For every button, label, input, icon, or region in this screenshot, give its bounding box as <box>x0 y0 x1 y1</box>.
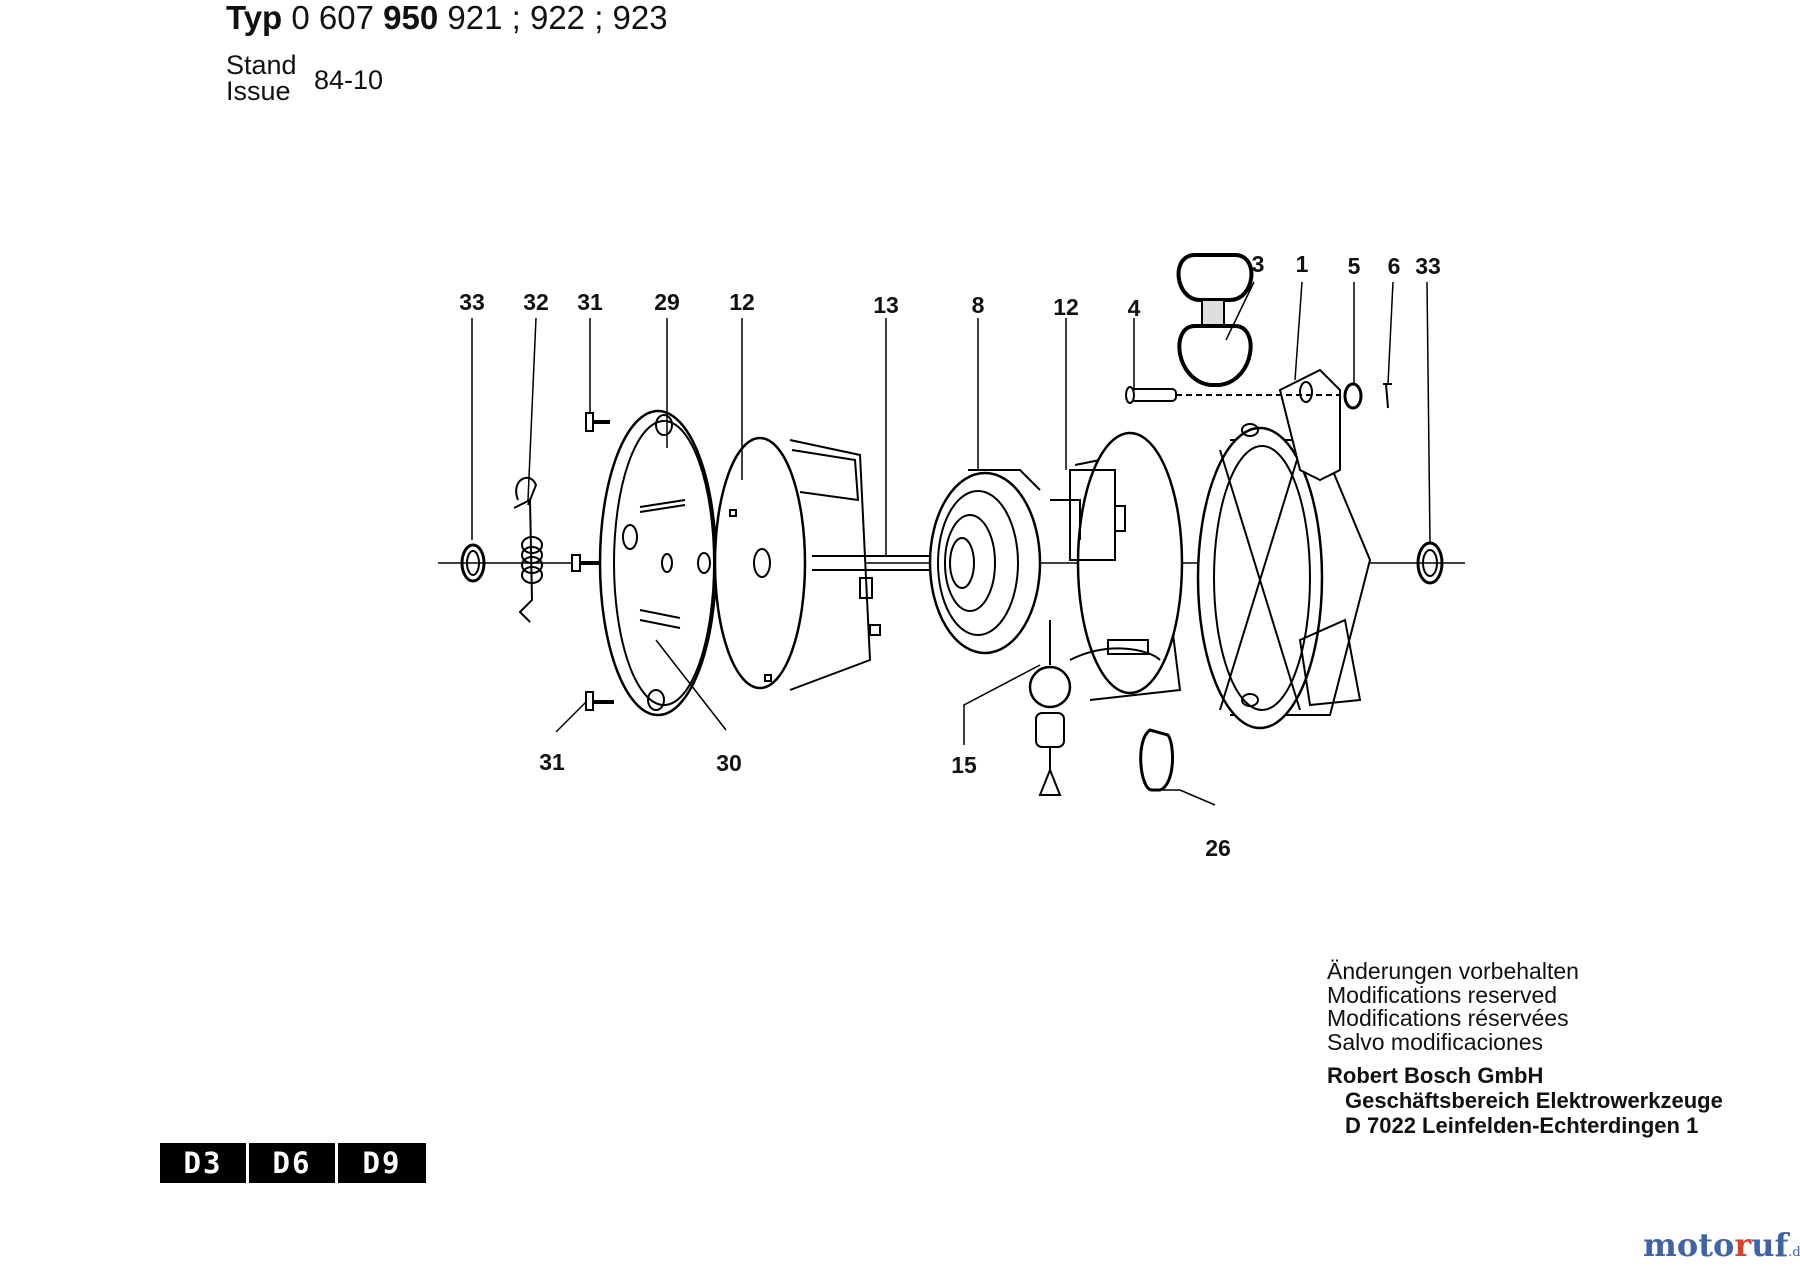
spring-part <box>513 476 543 623</box>
company-division: Geschäftsbereich Elektrowerkzeuge <box>1345 1088 1723 1113</box>
hub-housing-left <box>713 436 881 691</box>
screw-mid <box>571 554 600 572</box>
watermark-logo: motoruf.de <box>1643 1226 1800 1264</box>
company-block: Robert Bosch GmbH Geschäftsbereich Elekt… <box>1327 1063 1723 1138</box>
type-heading: Typ 0 607 950 921 ; 922 ; 923 <box>226 0 668 36</box>
leader-lines <box>471 281 1431 806</box>
shaft <box>812 555 950 571</box>
callout-6: 6 <box>1388 253 1401 279</box>
note-en: Modifications reserved <box>1327 981 1558 1008</box>
screw-bottom <box>585 691 614 711</box>
hub-housing-right <box>1050 431 1184 701</box>
code-d6: D6 <box>249 1143 335 1183</box>
callout-32: 32 <box>523 289 549 315</box>
callout-1: 1 <box>1296 251 1309 277</box>
callout-5: 5 <box>1348 253 1361 279</box>
small-pin <box>1383 383 1392 409</box>
callout-4: 4 <box>1128 295 1141 321</box>
pin <box>1125 386 1340 404</box>
modification-notes: Änderungen vorbehalten Modifications res… <box>1327 958 1579 1055</box>
ball-stop <box>1028 620 1072 796</box>
washer <box>1343 382 1363 410</box>
callout-8: 8 <box>972 292 985 318</box>
cover-plate <box>598 409 718 717</box>
note-fr: Modifications réservées <box>1327 1005 1569 1031</box>
callout-30: 30 <box>716 750 742 776</box>
watermark-part4: .de <box>1788 1245 1800 1260</box>
callout-31-top: 31 <box>577 289 603 315</box>
region-codes: D3 D6 D9 <box>160 1143 426 1183</box>
code-d9: D9 <box>338 1143 426 1183</box>
issue-label: Issue <box>226 76 291 106</box>
callout-29: 29 <box>654 289 680 315</box>
main-housing <box>1196 368 1372 730</box>
carabiner <box>1139 728 1174 792</box>
callout-31-bottom: 31 <box>539 749 565 775</box>
callout-33-left: 33 <box>459 289 485 315</box>
typ-number-a: 0 607 <box>291 0 374 36</box>
watermark-part3: uf <box>1751 1226 1789 1264</box>
screw-top <box>585 412 610 432</box>
callout-13: 13 <box>873 292 899 318</box>
callout-3: 3 <box>1252 251 1265 277</box>
issue-date: 84-10 <box>314 65 384 95</box>
typ-prefix: Typ <box>226 0 283 36</box>
spring-drum <box>928 469 1042 655</box>
watermark-part2: r <box>1734 1226 1752 1264</box>
callout-15: 15 <box>951 752 977 778</box>
code-d3: D3 <box>160 1143 246 1183</box>
company-name: Robert Bosch GmbH <box>1327 1063 1544 1088</box>
circlip-left <box>460 543 486 583</box>
callout-12-left: 12 <box>729 289 755 315</box>
callout-26: 26 <box>1205 835 1231 861</box>
company-address: D 7022 Leinfelden-Echterdingen 1 <box>1345 1113 1699 1138</box>
stand-label: Stand <box>226 50 297 80</box>
typ-variants: 921 ; 922 ; 923 <box>447 0 668 36</box>
typ-number-b: 950 <box>383 0 439 36</box>
watermark-part1: moto <box>1643 1226 1735 1264</box>
note-de: Änderungen vorbehalten <box>1327 958 1579 984</box>
callout-12-right: 12 <box>1053 294 1079 320</box>
callout-33-right: 33 <box>1415 253 1441 279</box>
swivel-hook <box>1176 253 1254 387</box>
note-es: Salvo modificaciones <box>1327 1028 1544 1055</box>
